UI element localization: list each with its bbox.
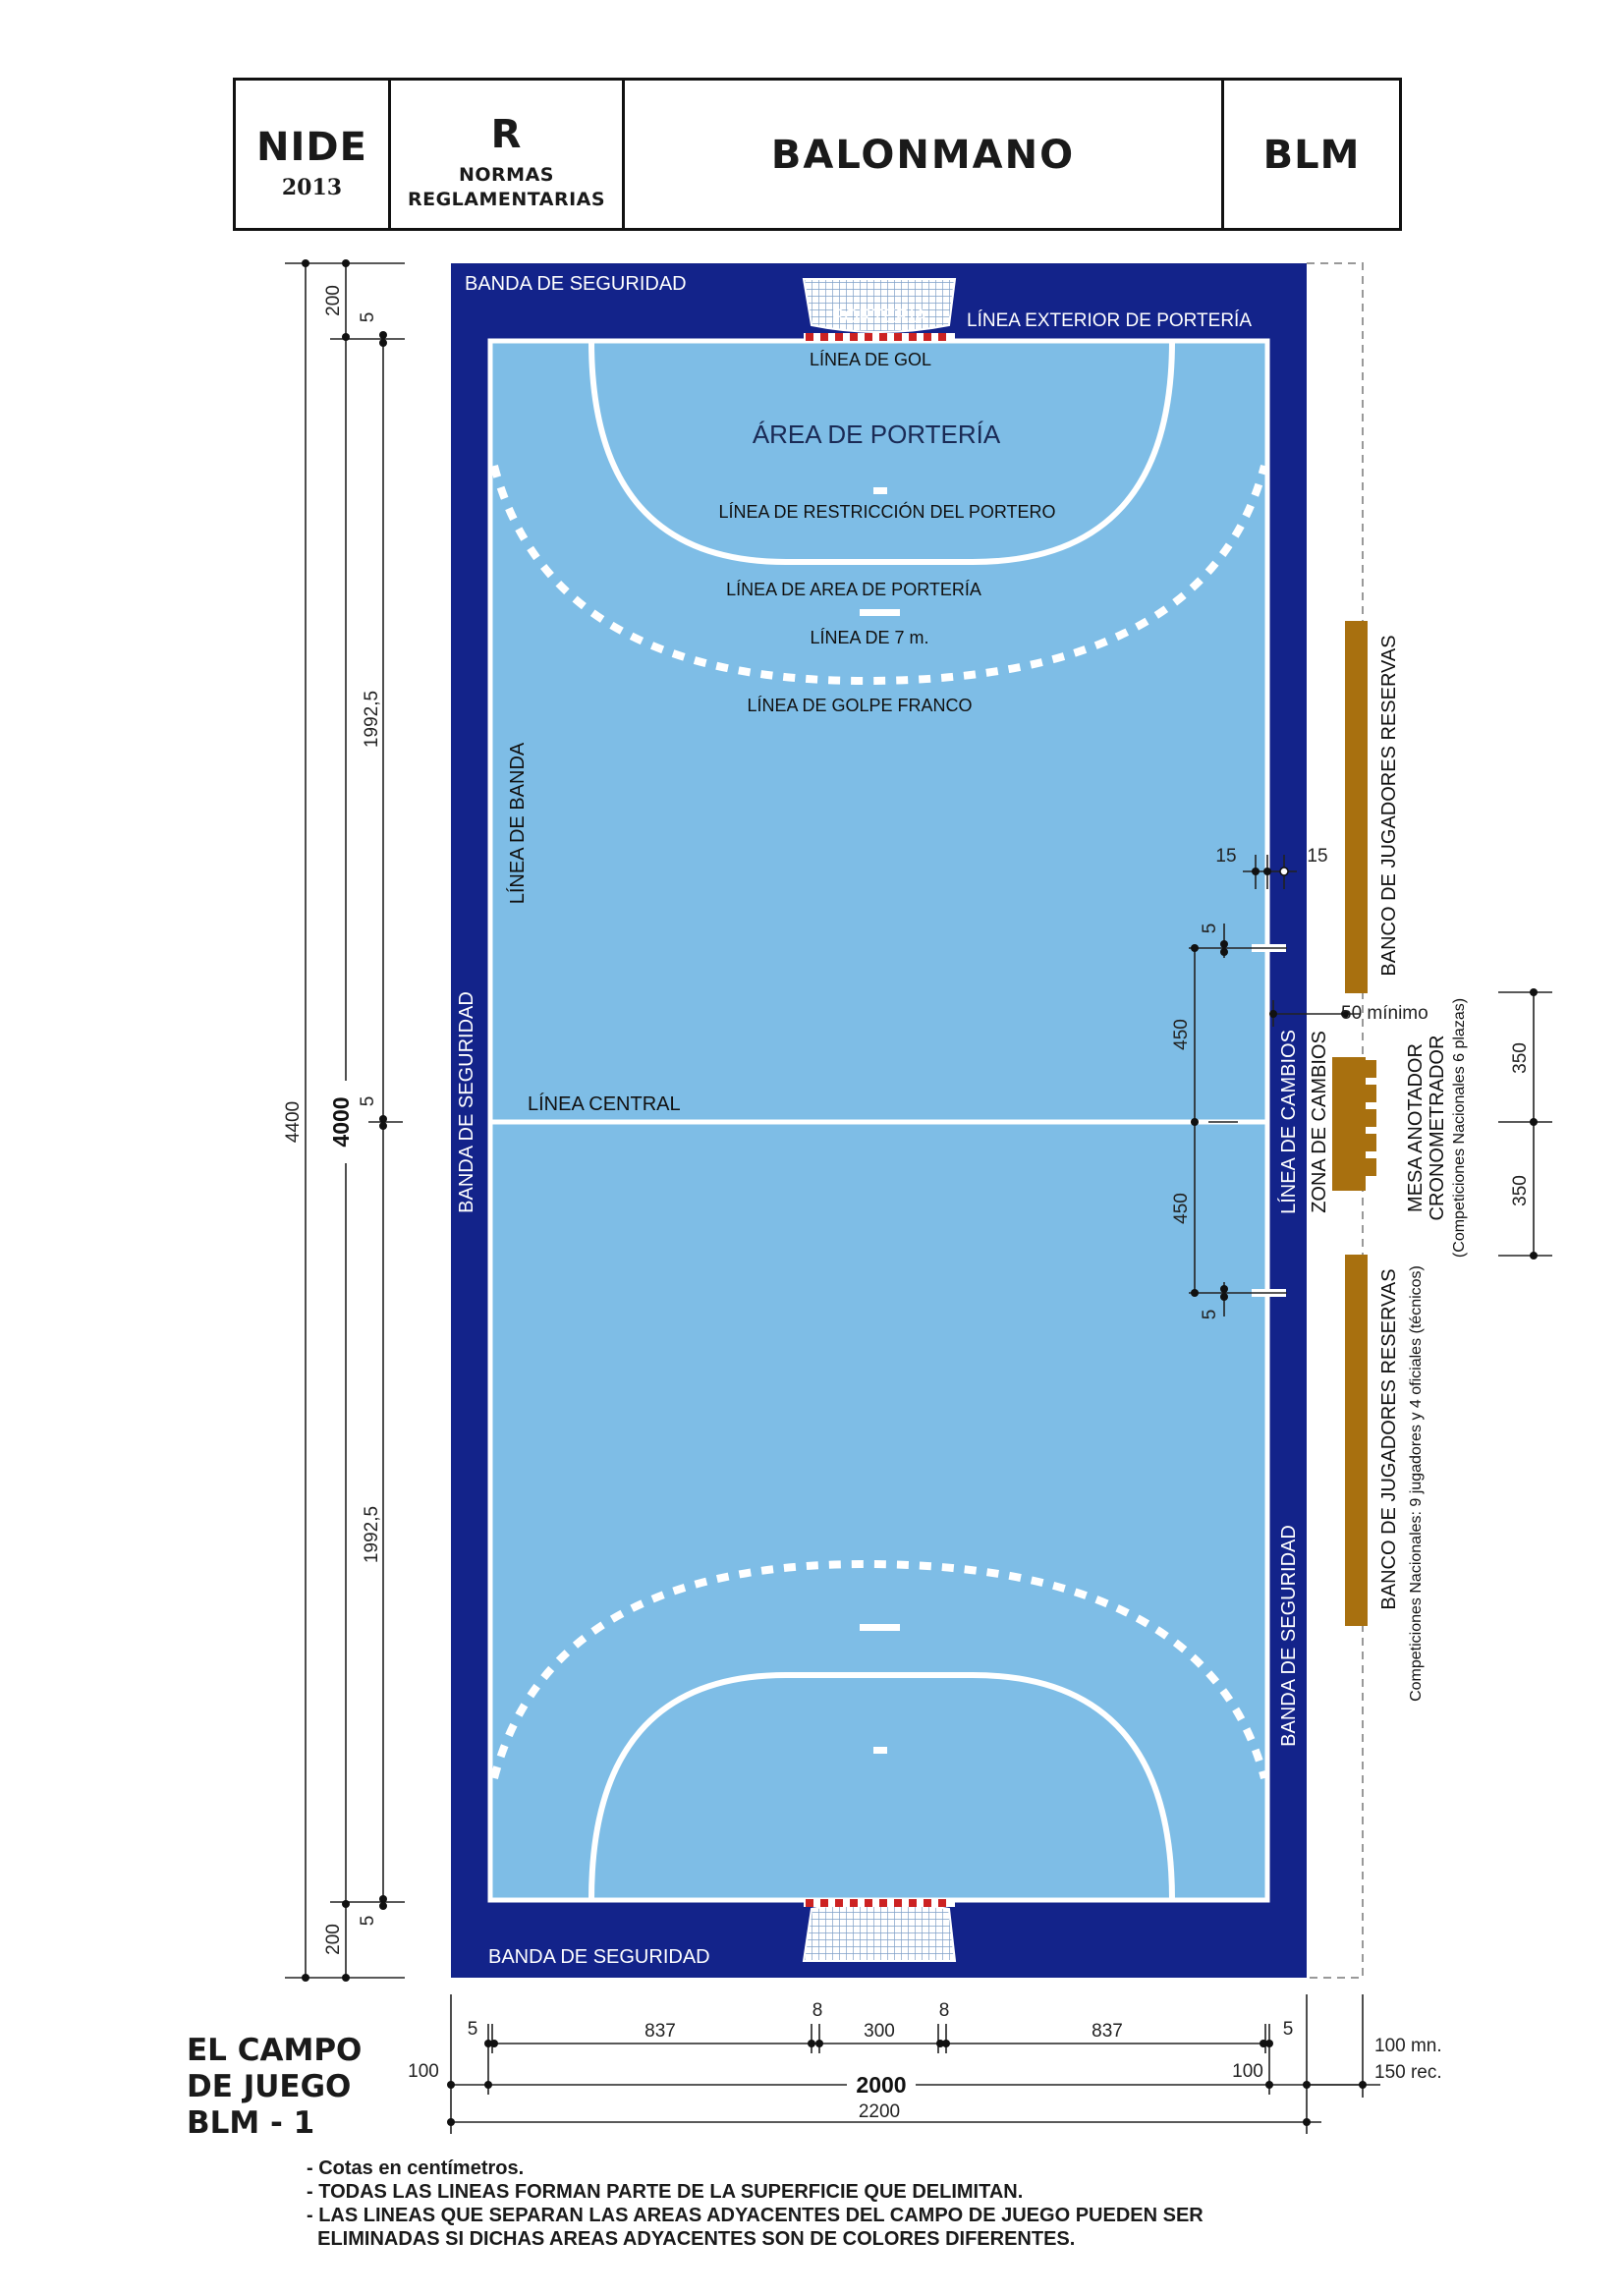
label-safety-band-right: BANDA DE SEGURIDAD [1278, 1525, 1300, 1747]
label-substitution-line: LÍNEA DE CAMBIOS [1277, 1030, 1300, 1214]
doc-year: 2013 [281, 175, 343, 200]
dim-safety-top: 200 [323, 285, 344, 316]
dim-half-length-bottom: 1992,5 [362, 1506, 382, 1563]
label-free-throw-line: LÍNEA DE GOLPE FRANCO [747, 696, 972, 715]
title-block-category-cell: R NORMAS REGLAMENTARIAS [391, 81, 625, 228]
dim-court-width: 2000 [856, 2072, 906, 2098]
label-goalkeeper-restriction-line: LÍNEA DE RESTRICCIÓN DEL PORTERO [718, 501, 1055, 522]
bench-bottom [1345, 1255, 1368, 1626]
dim-line-width-center: 5 [358, 1096, 378, 1107]
dim-sub-zone-bottom: 450 [1171, 1193, 1192, 1224]
label-bench-top: BANCO DE JUGADORES RESERVAS [1378, 635, 1400, 976]
note-1: - Cotas en centímetros. [307, 2157, 525, 2179]
dim-table-bottom: 350 [1510, 1175, 1531, 1206]
dim-w-goal: 300 [864, 2021, 895, 2042]
label-scorer-table-note: (Competiciones Nacionales 6 plazas) [1451, 998, 1468, 1258]
scorer-table [1332, 1057, 1366, 1191]
doc-code: NIDE [256, 125, 367, 170]
dim-w-side-right: 837 [1092, 2021, 1123, 2042]
note-3: - LAS LINEAS QUE SEPARAN LAS AREAS ADYAC… [307, 2205, 1204, 2226]
goal-area-line-top [588, 340, 1175, 565]
drawing-title-line-2: DE JUEGO [187, 2069, 352, 2104]
label-bench-bottom: BANCO DE JUGADORES RESERVAS [1378, 1268, 1400, 1609]
dim-outer-min: 100 mn. [1374, 2036, 1442, 2056]
scorer-table-chairs [1366, 1060, 1376, 1176]
category-line-1: NORMAS [459, 164, 554, 186]
dimension-dots-substitution [1191, 868, 1349, 1301]
goal-top [802, 278, 957, 341]
dim-outer-rec: 150 rec. [1374, 2062, 1442, 2083]
label-goal-area: ÁREA DE PORTERÍA [753, 420, 1001, 449]
goalkeeper-restriction-mark-top [873, 487, 887, 494]
drawing-title: EL CAMPO DE JUEGO BLM - 1 [187, 2033, 362, 2142]
label-safety-band-bottom: BANDA DE SEGURIDAD [488, 1946, 710, 1968]
title-block-sport-code-cell: BLM [1224, 81, 1399, 228]
dim-dot-open [1279, 867, 1289, 876]
note-4: ELIMINADAS SI DICHAS AREAS ADYACENTES SO… [307, 2228, 1076, 2250]
seven-m-mark-top [860, 609, 900, 616]
dim-w-safety-right: 100 [1232, 2061, 1263, 2082]
dim-safety-bottom: 200 [323, 1924, 344, 1955]
dim-sub-mark-width-top: 5 [1200, 924, 1220, 934]
label-goal-line: LÍNEA DE GOL [810, 350, 931, 369]
dim-court-width-bg [847, 2069, 916, 2099]
title-block: NIDE 2013 R NORMAS REGLAMENTARIAS BALONM… [233, 78, 1402, 231]
dim-sub-zone-top: 450 [1171, 1019, 1192, 1050]
dim-w-post-left: 8 [812, 2000, 823, 2021]
drawing-title-line-1: EL CAMPO [187, 2033, 363, 2068]
label-safety-band-left: BANDA DE SEGURIDAD [456, 991, 477, 1213]
dim-sub-mark-width-bottom: 5 [1200, 1310, 1220, 1320]
label-scorer-table-2: CRONOMETRADOR [1427, 1036, 1448, 1221]
dim-sub-15-right: 15 [1307, 846, 1327, 867]
label-scorer-table-1: MESA ANOTADOR [1405, 1043, 1427, 1212]
dim-line-width-bottom: 5 [358, 1916, 378, 1927]
dim-w-side-left: 837 [644, 2021, 676, 2042]
label-center-line: LÍNEA CENTRAL [528, 1092, 681, 1115]
min-distance-label: 50 mínimo [1341, 1003, 1428, 1024]
label-goal-outer-line: LÍNEA EXTERIOR DE PORTERÍA [967, 310, 1252, 331]
sport-code: BLM [1262, 133, 1361, 178]
dim-total-width: 2200 [859, 2101, 900, 2122]
label-goal-area-line: LÍNEA DE AREA DE PORTERÍA [726, 580, 981, 599]
label-seven-m-line: LÍNEA DE 7 m. [810, 628, 928, 647]
title-block-sport-cell: BALONMANO [625, 81, 1224, 228]
label-bench-note: Competiciones Nacionales: 9 jugadores y … [1408, 1265, 1425, 1702]
dim-w-line-right: 5 [1283, 2019, 1294, 2040]
goal-area-line-bottom [588, 1672, 1175, 1901]
notes: - Cotas en centímetros. - TODAS LAS LINE… [307, 2156, 1204, 2251]
note-2: - TODAS LAS LINEAS FORMAN PARTE DE LA SU… [307, 2181, 1024, 2203]
dim-line-width-top: 5 [358, 312, 378, 323]
dim-court-length-bg [331, 1081, 361, 1163]
dim-sub-15-left: 15 [1215, 846, 1236, 867]
dim-table-top: 350 [1510, 1042, 1531, 1074]
dim-w-post-right: 8 [939, 2000, 950, 2021]
goalkeeper-restriction-mark-bottom [873, 1747, 887, 1754]
dim-half-length-top: 1992,5 [362, 691, 382, 748]
label-substitution-zone: ZONA DE CAMBIOS [1309, 1031, 1330, 1213]
label-side-line: LÍNEA DE BANDA [506, 742, 529, 904]
bench-top [1345, 621, 1368, 993]
dimension-dots-bottom [447, 2040, 1367, 2126]
dim-w-safety-left: 100 [408, 2061, 439, 2082]
sport-title: BALONMANO [770, 133, 1076, 178]
goal-bottom [802, 1899, 957, 1962]
category-line-2: REGLAMENTARIAS [407, 189, 606, 210]
dim-total-length: 4400 [283, 1101, 304, 1143]
label-safety-band-top: BANDA DE SEGURIDAD [465, 273, 687, 295]
dim-w-line-left: 5 [468, 2019, 478, 2040]
category-letter: R [490, 112, 523, 157]
seven-m-mark-bottom [860, 1624, 900, 1631]
label-goal: PORTERÍA [832, 307, 927, 327]
dimension-dots-left [302, 259, 387, 1982]
dimension-lines-table [1498, 991, 1552, 1257]
title-block-code-cell: NIDE 2013 [236, 81, 391, 228]
drawing-title-line-3: BLM - 1 [187, 2105, 315, 2141]
dimension-lines-left [285, 262, 405, 1979]
dim-court-length: 4000 [328, 1096, 354, 1147]
dimension-dots-table [1530, 988, 1538, 1260]
